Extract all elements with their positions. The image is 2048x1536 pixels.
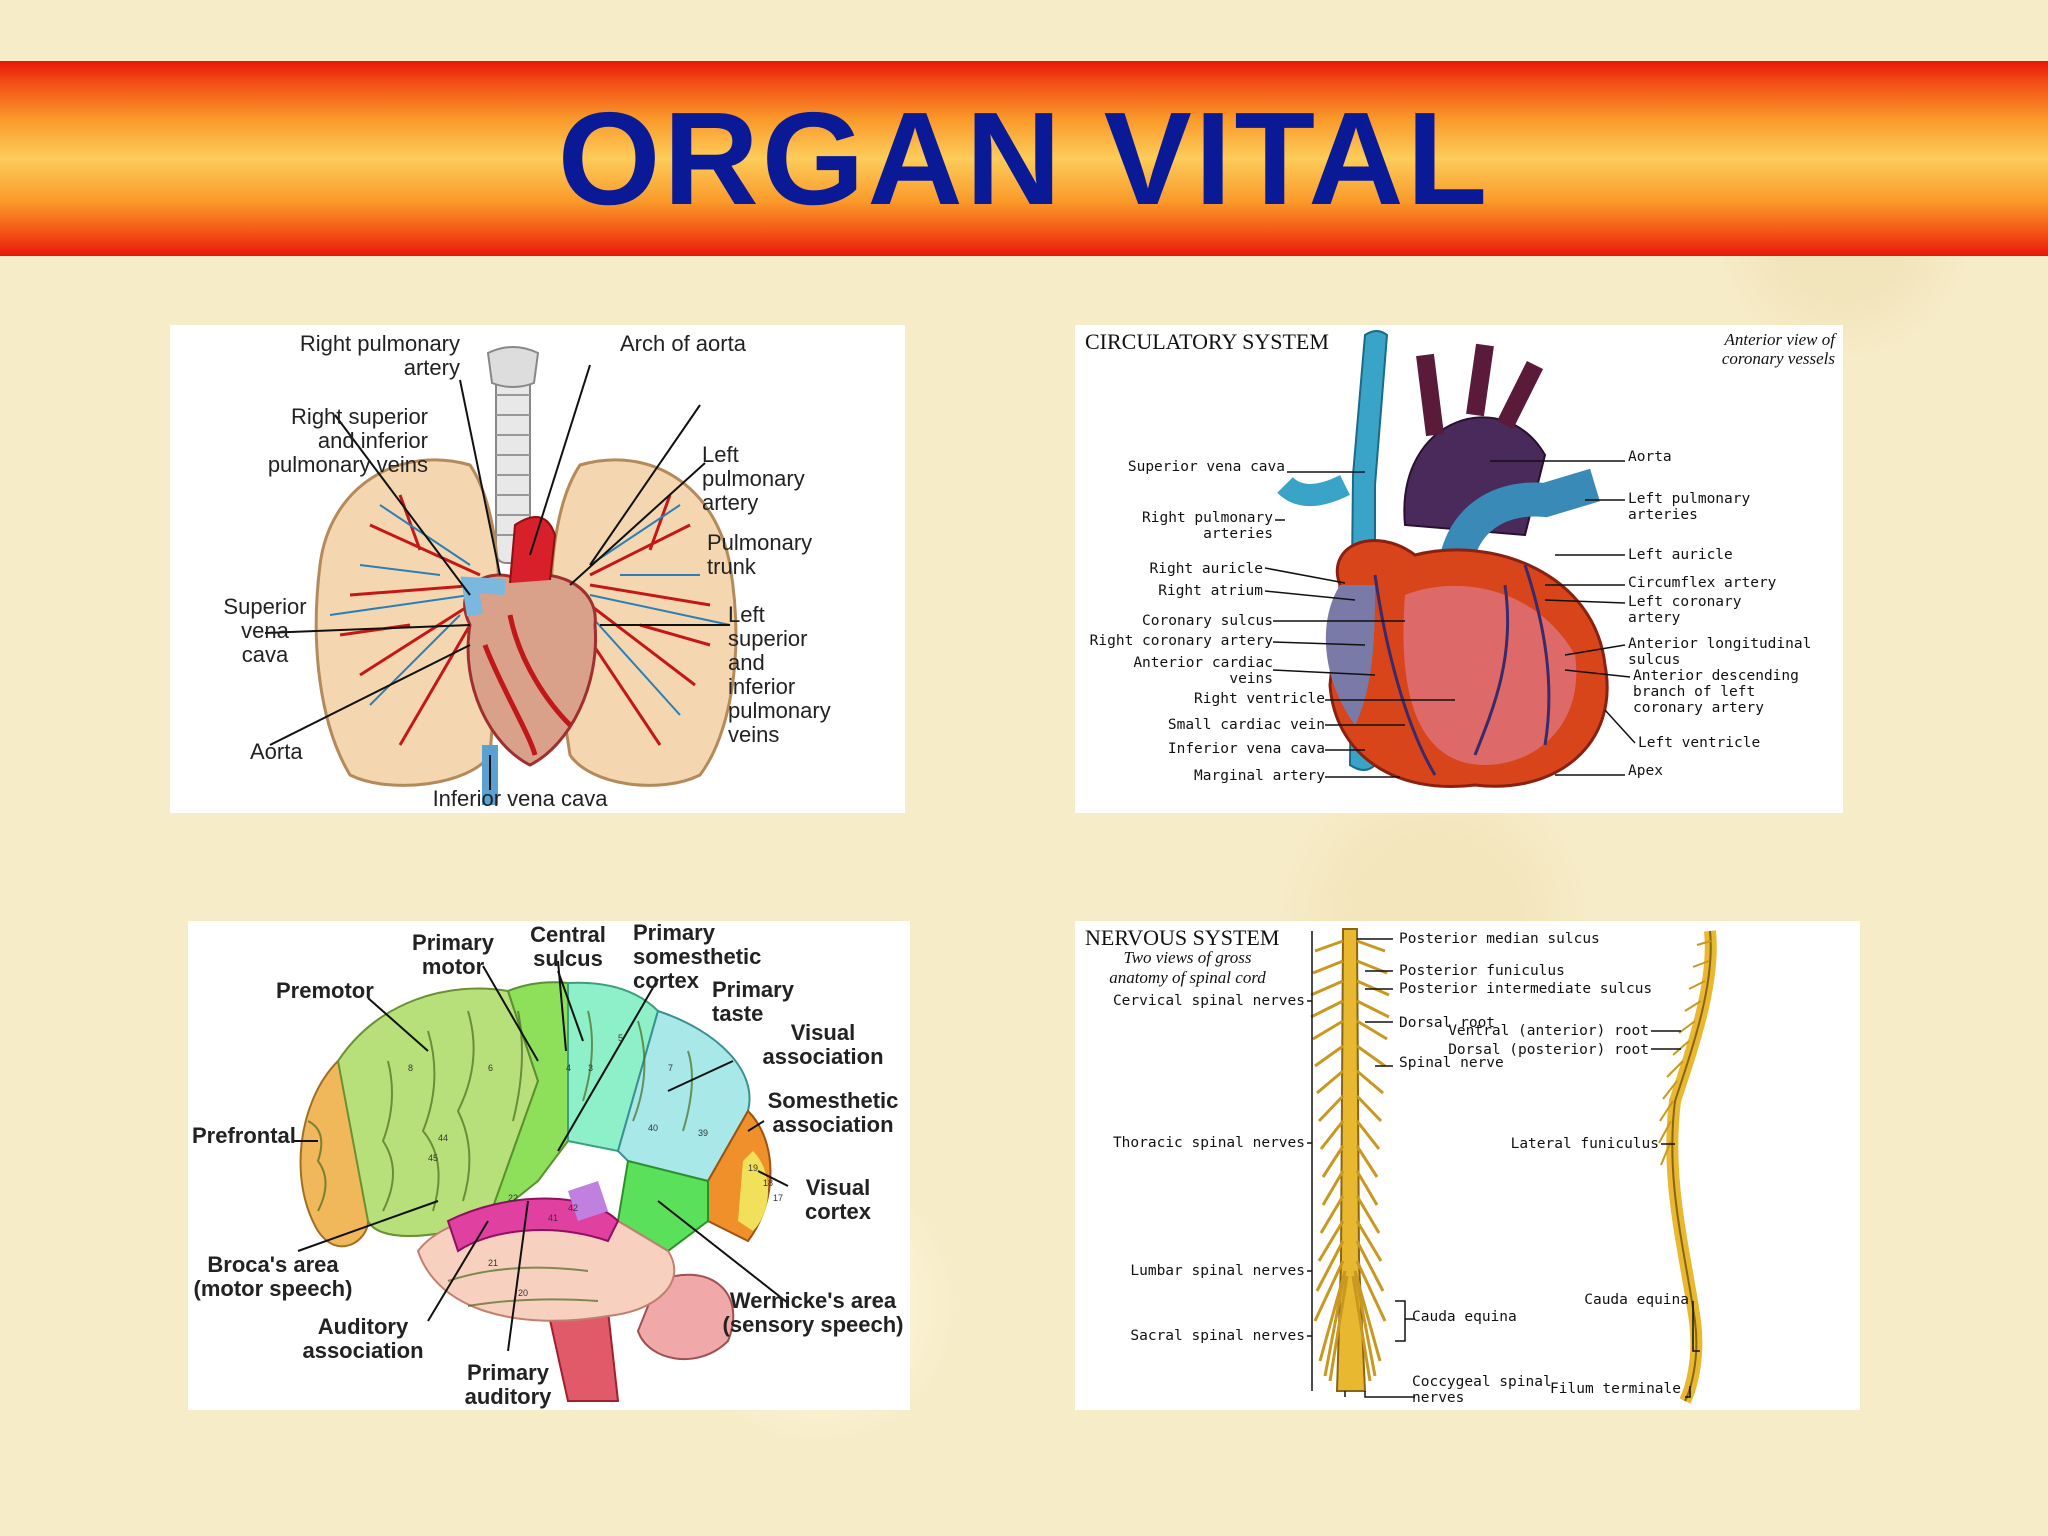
heart-label-apex: Apex — [1628, 763, 1663, 779]
spine-subtitle: Two views of gross anatomy of spinal cor… — [1109, 948, 1266, 987]
spine-label-posterior-funiculus: Posterior funiculus — [1399, 963, 1565, 979]
brain-label-somesthetic-association: Somesthetic association — [767, 1088, 899, 1137]
lungs-label-superior-vena-cava: Superior vena cava — [223, 594, 307, 667]
brodmann-area-number: 44 — [438, 1133, 448, 1143]
lungs-diagram-panel: Right pulmonary artery Arch of aorta Rig… — [170, 325, 905, 813]
heart-label-anterior-cardiac-veins: Anterior cardiac veins — [1133, 655, 1273, 687]
brodmann-area-number: 19 — [748, 1163, 758, 1173]
heart-label-coronary-sulcus: Coronary sulcus — [1142, 613, 1273, 629]
lungs-label-arch-of-aorta: Arch of aorta — [620, 331, 746, 356]
spine-label-filum-terminale: Filum terminale — [1550, 1381, 1681, 1397]
brain-label-primary-auditory: Primary auditory — [464, 1360, 552, 1409]
heart-label-superior-vena-cava: Superior vena cava — [1127, 459, 1285, 475]
brain-label-central-sulcus: Central sulcus — [530, 922, 606, 971]
lungs-label-pulmonary-veins: Right superior and inferior pulmonary ve… — [267, 404, 428, 477]
brain-label-visual-cortex: Visual cortex — [804, 1175, 872, 1224]
spinal-cord-illustration — [1307, 928, 1717, 1404]
heart-diagram-panel: CIRCULATORY SYSTEM Anterior view of coro… — [1075, 325, 1843, 813]
lungs-label-left-pulmonary-artery: Left pulmonary artery — [702, 442, 805, 515]
brain-label-brocas-area: Broca's area (motor speech) — [193, 1252, 353, 1301]
spine-label-cervical-spinal-nerves: Cervical spinal nerves — [1112, 993, 1305, 1009]
brain-label-premotor: Premotor — [276, 978, 374, 1003]
brain-label-primary-motor: Primary motor — [412, 930, 494, 979]
spine-label-coccygeal-spinal-nerves: Coccygeal spinal nerves — [1412, 1374, 1552, 1406]
spine-label-dorsal-posterior-root: Dorsal (posterior) root — [1448, 1042, 1649, 1058]
heart-label-left-pulmonary-arteries: Left pulmonary arteries — [1628, 491, 1751, 523]
brodmann-area-number: 5 — [618, 1033, 623, 1043]
brodmann-area-number: 7 — [668, 1063, 673, 1073]
spine-label-posterior-median-sulcus: Posterior median sulcus — [1399, 931, 1600, 947]
brodmann-area-number: 42 — [568, 1203, 578, 1213]
heart-title: CIRCULATORY SYSTEM — [1085, 329, 1329, 354]
heart-illustration — [1264, 330, 1636, 788]
brodmann-area-number: 22 — [508, 1193, 518, 1203]
heart-label-right-pulmonary-arteries: Right pulmonary arteries — [1142, 510, 1273, 542]
spine-label-cauda-equina: Cauda equina — [1412, 1309, 1517, 1325]
spine-label-sacral-spinal-nerves: Sacral spinal nerves — [1130, 1328, 1305, 1344]
heart-label-right-atrium: Right atrium — [1158, 583, 1263, 599]
heart-label-left-auricle: Left auricle — [1628, 547, 1733, 563]
heart-label-left-ventricle: Left ventricle — [1638, 735, 1761, 751]
brodmann-area-number: 18 — [763, 1178, 773, 1188]
brain-label-primary-somesthetic-cortex: Primary somesthetic cortex — [633, 921, 762, 993]
brain-label-visual-association: Visual association — [762, 1020, 884, 1069]
brain-label-wernickes-area: Wernicke's area (sensory speech) — [722, 1288, 904, 1337]
slide-title: ORGAN VITAL — [557, 85, 1491, 232]
spine-label-lateral-funiculus: Lateral funiculus — [1510, 1136, 1659, 1152]
spine-label-posterior-intermediate-sulcus: Posterior intermediate sulcus — [1399, 981, 1653, 997]
spine-label-dorsal-root: Dorsal root — [1399, 1015, 1496, 1031]
heart-subtitle: Anterior view of coronary vessels — [1721, 330, 1835, 368]
lungs-label-aorta: Aorta — [250, 739, 303, 764]
brodmann-area-number: 8 — [408, 1063, 413, 1073]
brodmann-area-number: 40 — [648, 1123, 658, 1133]
title-banner: ORGAN VITAL — [0, 61, 2048, 256]
heart-label-anterior-longitudinal-sulcus: Anterior longitudinal sulcus — [1628, 636, 1812, 668]
brain-label-primary-taste: Primary taste — [712, 977, 794, 1026]
spine-title: NERVOUS SYSTEM — [1085, 925, 1280, 950]
heart-label-right-ventricle: Right ventricle — [1194, 691, 1325, 707]
spine-label-spinal-nerve: Spinal nerve — [1399, 1055, 1504, 1071]
lungs-illustration — [264, 346, 738, 805]
brodmann-area-number: 21 — [488, 1258, 498, 1268]
heart-label-aorta: Aorta — [1628, 449, 1672, 465]
brodmann-area-number: 17 — [773, 1193, 783, 1203]
brodmann-area-number: 39 — [698, 1128, 708, 1138]
spine-label-ventral-root: Ventral (anterior) root — [1448, 1023, 1649, 1039]
lungs-label-left-pulmonary-veins: Left superior and inferior pulmonary vei… — [728, 602, 831, 747]
lungs-label-pulmonary-trunk: Pulmonary trunk — [707, 530, 813, 579]
spine-label-lumbar-spinal-nerves: Lumbar spinal nerves — [1130, 1263, 1305, 1279]
brodmann-area-number: 45 — [428, 1153, 438, 1163]
spine-diagram-panel: NERVOUS SYSTEM Two views of gross anatom… — [1075, 921, 1860, 1410]
spine-label-lateral-cauda-equina: Cauda equina — [1584, 1292, 1689, 1308]
spine-label-thoracic-spinal-nerves: Thoracic spinal nerves — [1112, 1135, 1305, 1151]
heart-label-marginal-artery: Marginal artery — [1194, 768, 1325, 784]
heart-label-right-auricle: Right auricle — [1149, 561, 1264, 577]
brodmann-area-number: 3 — [588, 1063, 593, 1073]
brodmann-area-number: 41 — [548, 1213, 558, 1223]
lungs-label-inferior-vena-cava: Inferior vena cava — [432, 786, 608, 811]
brodmann-area-number: 4 — [566, 1063, 571, 1073]
heart-label-small-cardiac-vein: Small cardiac vein — [1167, 717, 1325, 733]
brodmann-area-number: 20 — [518, 1288, 528, 1298]
heart-label-anterior-descending-branch: Anterior descending branch of left coron… — [1633, 668, 1799, 716]
brodmann-area-number: 6 — [488, 1063, 493, 1073]
heart-label-right-coronary-artery: Right coronary artery — [1089, 633, 1273, 649]
lungs-label-right-pulmonary-artery: Right pulmonary artery — [299, 331, 460, 380]
heart-label-circumflex-artery: Circumflex artery — [1628, 575, 1777, 591]
heart-label-inferior-vena-cava: Inferior vena cava — [1167, 741, 1325, 757]
brain-label-prefrontal: Prefrontal — [192, 1123, 296, 1148]
heart-label-left-coronary-artery: Left coronary artery — [1628, 594, 1742, 626]
brain-label-auditory-association: Auditory association — [302, 1314, 424, 1363]
